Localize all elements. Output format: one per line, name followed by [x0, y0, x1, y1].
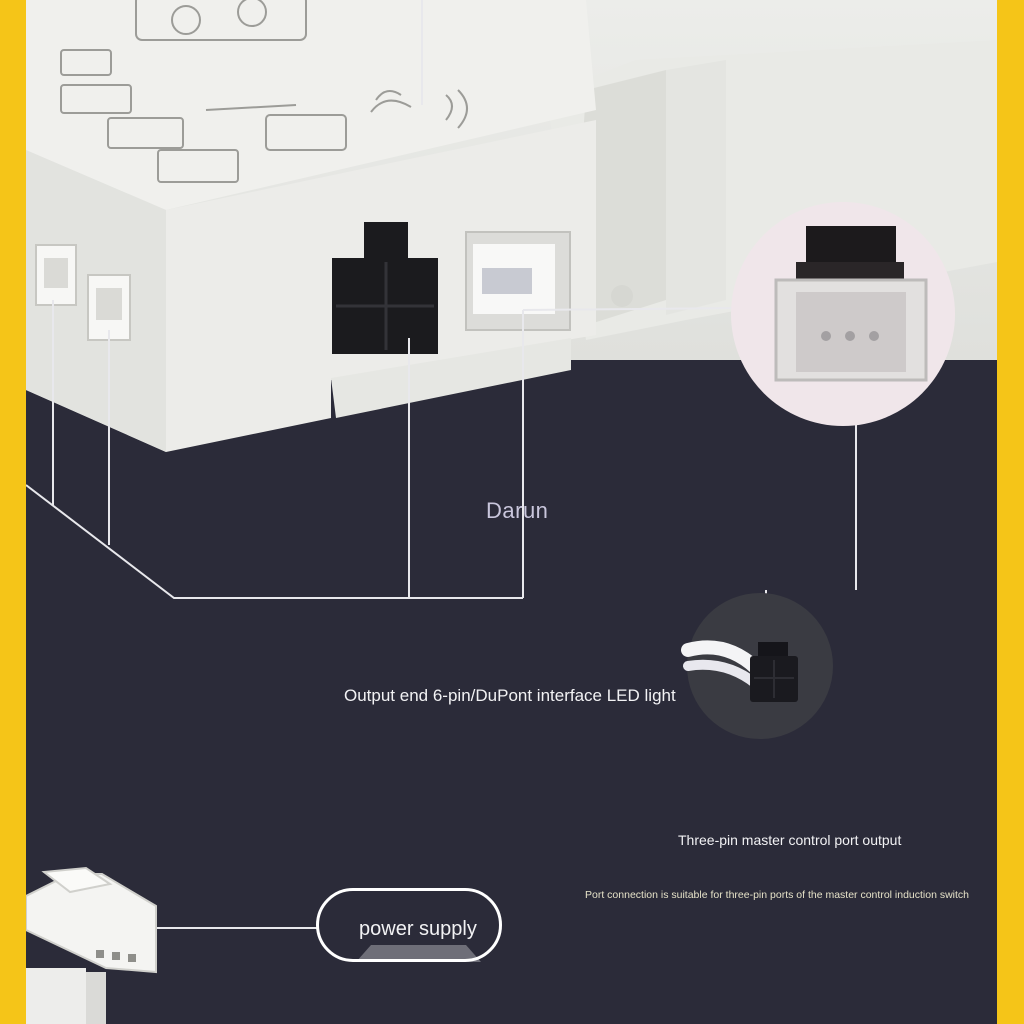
- pill-shadow: [356, 945, 481, 962]
- leader-lines: [26, 0, 857, 929]
- side-ports: [35, 244, 131, 341]
- output-end-label: Output end 6-pin/DuPont interface LED li…: [344, 686, 676, 705]
- right-yellow-border: [997, 0, 1024, 1024]
- device-front-face: [26, 120, 596, 452]
- white-3pin-port: [465, 231, 571, 331]
- three-pin-label: Three-pin master control port output: [678, 832, 902, 848]
- device-top-face: [26, 0, 596, 210]
- power-supply-label: power supply: [359, 918, 477, 940]
- top-face-markings: [60, 0, 468, 183]
- controller-device-illustration: [26, 0, 997, 1024]
- power-supply-pill: [316, 888, 502, 962]
- zoom-circle-3pin: [731, 202, 955, 426]
- product-photo: Darun Output end 6-pin/DuPont interface …: [26, 0, 997, 1024]
- black-6pin-port: [332, 222, 438, 354]
- port-note-label: Port connection is suitable for three-pi…: [585, 889, 970, 901]
- brand-watermark: Darun: [486, 498, 549, 523]
- power-connector: [26, 866, 157, 1024]
- zoom-circle-cable: [681, 593, 833, 739]
- left-yellow-border: [0, 0, 26, 1024]
